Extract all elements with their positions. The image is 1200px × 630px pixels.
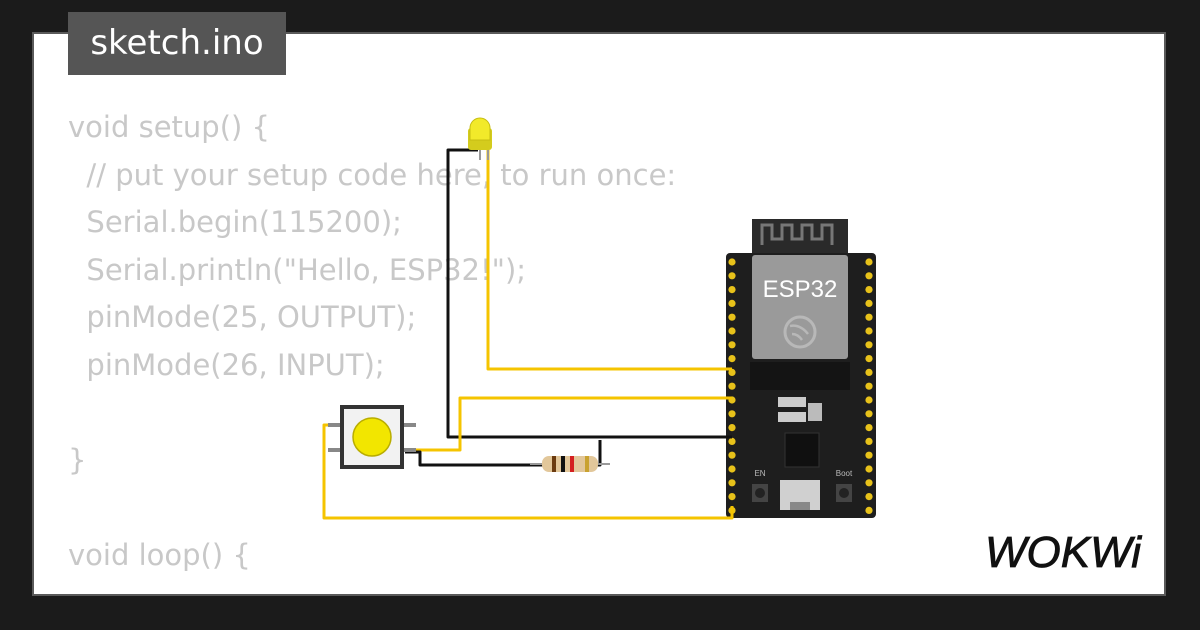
button-leg [402,448,416,452]
header-pin[interactable] [728,327,736,335]
code-line: pinMode(26, INPUT); [68,347,385,382]
button-signal-wire[interactable] [405,396,732,452]
header-pin[interactable] [865,368,873,376]
header-pin[interactable] [865,286,873,294]
boot-label: Boot [836,469,853,478]
code-editor: void setup() { // put your setup code he… [68,104,676,579]
button-leg [402,423,416,427]
antenna-trace [760,223,834,245]
header-pin[interactable] [865,451,873,459]
lower-module-area [750,362,850,390]
button-cap[interactable] [352,417,392,457]
header-pin[interactable] [728,493,736,501]
header-pin[interactable] [728,382,736,390]
header-pin[interactable] [865,272,873,280]
wokwi-logo[interactable]: WOKWi [975,525,1151,579]
code-line: // put your setup code here, to run once… [68,157,677,192]
header-pin[interactable] [865,313,873,321]
led-cathode-ground-wire[interactable] [446,148,732,439]
regulator-chip-2 [778,412,806,422]
header-pin[interactable] [728,424,736,432]
en-label: EN [754,469,765,478]
header-pin[interactable] [865,327,873,335]
header-pin[interactable] [728,368,736,376]
right-pin-header[interactable] [865,258,873,514]
header-pin[interactable] [728,451,736,459]
pushbutton-component[interactable] [328,405,416,469]
header-pin[interactable] [728,355,736,363]
header-pin[interactable] [865,382,873,390]
filename-tab[interactable]: sketch.ino [68,12,286,75]
code-line: Serial.begin(115200); [68,205,402,239]
header-pin[interactable] [728,341,736,349]
header-pin[interactable] [865,396,873,404]
en-button-cap [755,488,765,498]
code-line: Serial.println("Hello, ESP32!"); [68,252,527,287]
led-component[interactable] [468,117,492,160]
button-leg [328,423,342,427]
code-line: pinMode(25, OUTPUT); [68,300,417,334]
header-pin[interactable] [728,313,736,321]
button-leg [328,448,342,452]
boot-button-cap [839,488,849,498]
header-pin[interactable] [728,437,736,445]
preview-card: void setup() { // put your setup code he… [34,34,1166,596]
esp32-label: ESP32 [763,276,838,303]
code-line: void setup() { [68,110,270,144]
header-pin[interactable] [865,465,873,473]
resistor-band [552,456,556,472]
header-pin[interactable] [865,410,873,418]
code-line: } [68,442,87,477]
resistor-band [585,456,589,472]
espressif-logo-swirl [789,324,809,341]
resistor-component[interactable] [530,456,610,472]
header-pin[interactable] [728,258,736,266]
header-pin[interactable] [728,410,736,418]
esp32-shield [752,255,848,359]
wokwi-logo-text: WOKWi [985,528,1142,577]
switch-component [808,403,822,421]
espressif-logo-icon [783,315,817,349]
header-pin[interactable] [728,272,736,280]
header-pin[interactable] [865,341,873,349]
led-bulb [469,117,491,141]
header-pin[interactable] [728,299,736,307]
resistor-band [570,456,574,472]
left-pin-header[interactable] [728,258,736,514]
usb-port-opening [790,502,810,510]
esp32-board[interactable]: ESP32 EN Boot [726,219,876,518]
header-pin[interactable] [865,493,873,501]
header-pin[interactable] [728,286,736,294]
usb-uart-chip [784,432,820,468]
header-pin[interactable] [865,355,873,363]
header-pin[interactable] [728,479,736,487]
header-pin[interactable] [865,506,873,514]
header-pin[interactable] [865,258,873,266]
header-pin[interactable] [865,437,873,445]
header-pin[interactable] [865,479,873,487]
header-pin[interactable] [865,424,873,432]
regulator-chip [778,397,806,407]
header-pin[interactable] [728,465,736,473]
resistor-band [561,456,565,472]
header-pin[interactable] [865,299,873,307]
led-anode-wire[interactable] [486,150,732,371]
code-line: void loop() { [68,537,251,572]
